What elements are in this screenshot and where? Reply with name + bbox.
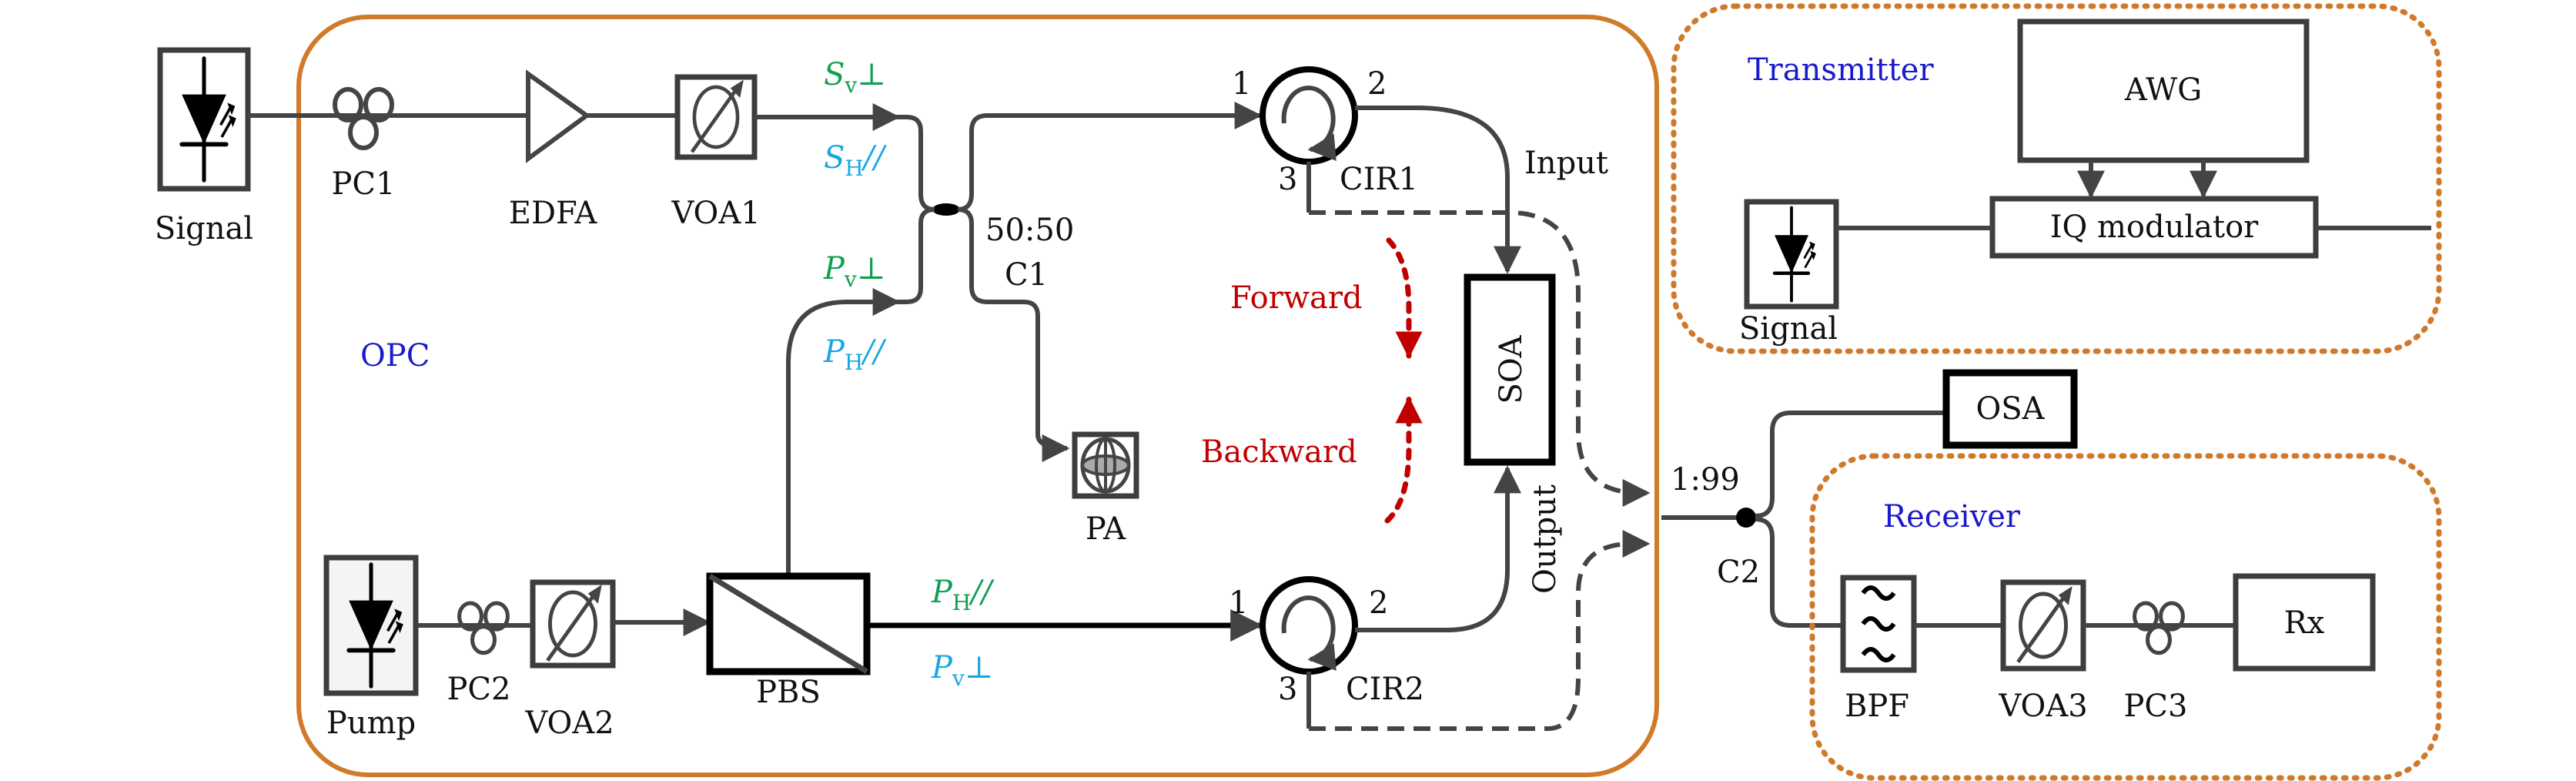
output-label: Output (1527, 484, 1563, 594)
osa-label: OSA (1975, 391, 2045, 427)
voa2-label: VOA2 (524, 706, 614, 741)
rx-label: Rx (2284, 605, 2325, 641)
transmitter-title: Transmitter (1748, 52, 1934, 88)
fiber-coupler-to-cir1 (957, 102, 1263, 212)
coupler-c1-icon (932, 203, 960, 216)
ph-parallel-lower-label: PH// (931, 575, 995, 615)
osa-box (1942, 369, 2078, 449)
pc3-label: PC3 (2124, 689, 2188, 724)
fiber-pbs-to-coupler (786, 288, 901, 575)
coupler-c2-icon (1736, 508, 1756, 528)
fiber-cir1-to-c2-dashed (1309, 210, 1651, 507)
awg-label: AWG (2124, 72, 2202, 108)
fiber-cir2-to-soa (1355, 465, 1521, 632)
forward-label: Forward (1230, 280, 1363, 316)
edfa-amplifier-icon (526, 69, 591, 163)
fiber-c2-to-osa (1755, 411, 1946, 518)
voa2-attenuator-icon (530, 579, 616, 669)
cir2-port2: 2 (1369, 585, 1388, 621)
fiber-cir2-to-c2-dashed (1309, 530, 1651, 731)
bpf-filter-icon (1840, 575, 1917, 673)
voa1-label: VOA1 (671, 196, 760, 231)
signal-laser-label: Signal (155, 211, 253, 246)
backward-label: Backward (1201, 434, 1357, 470)
fiber-cir1-to-soa (1355, 106, 1521, 274)
edfa-label: EDFA (509, 196, 598, 231)
pc2-label: PC2 (447, 672, 511, 707)
sv-perp-label: Sv⊥ (824, 57, 886, 98)
opc-frame (296, 15, 1659, 777)
pbs-label: PBS (756, 675, 821, 710)
forward-arrow (1386, 237, 1423, 359)
cir1-port1: 1 (1232, 66, 1251, 102)
pbs-beam-splitter-icon (706, 572, 871, 675)
opc-title: OPC (360, 338, 430, 374)
bpf-label: BPF (1845, 689, 1909, 724)
cir1-port2: 2 (1367, 66, 1387, 102)
circulator-cir1-icon (1263, 69, 1355, 162)
pa-power-analyzer-icon (1072, 431, 1139, 499)
circulator-cir2-icon (1263, 579, 1355, 672)
fiber-coupler-to-pa (957, 207, 1070, 462)
tx-signal-label: Signal (1739, 311, 1838, 347)
fiber-c2-to-bpf (1755, 517, 1842, 628)
fiber-coupler-left-upper (898, 115, 935, 212)
cir2-port1: 1 (1229, 585, 1248, 621)
fiber-coupler-left-lower (898, 207, 935, 304)
iq-modulator-label: IQ modulator (2050, 209, 2259, 245)
transmitter-frame (1671, 3, 2442, 354)
tx-signal-laser-icon (1744, 199, 1839, 310)
cir2-label: CIR2 (1346, 672, 1424, 707)
voa3-attenuator-icon (2000, 579, 2086, 672)
pa-label: PA (1086, 511, 1126, 547)
soa-label: SOA (1494, 334, 1529, 404)
coupler-c2-ratio: 1:99 (1671, 462, 1740, 498)
pump-laser-icon (323, 555, 419, 696)
cir2-port3: 3 (1278, 672, 1297, 707)
coupler-c1-ratio: 50:50 (985, 213, 1074, 248)
pc2-polarization-controller-icon (460, 603, 508, 653)
cir1-label: CIR1 (1340, 162, 1418, 197)
coupler-c2-name: C2 (1717, 555, 1760, 590)
receiver-title: Receiver (1883, 499, 2021, 535)
voa1-attenuator-icon (674, 74, 758, 160)
coupler-c1-name: C1 (1005, 257, 1048, 293)
pc3-polarization-controller-icon (2135, 603, 2183, 653)
receiver-frame (1809, 453, 2442, 781)
pc1-label: PC1 (332, 166, 396, 202)
signal-laser-icon (157, 47, 251, 192)
pc1-polarization-controller-icon (335, 89, 392, 148)
pv-perp-label: Pv⊥ (823, 251, 885, 292)
awg-box (2017, 18, 2310, 163)
ph-parallel-label: PH// (823, 334, 887, 375)
voa3-label: VOA3 (1998, 689, 2087, 724)
sh-parallel-label: SH// (824, 140, 887, 181)
soa-box (1464, 273, 1556, 466)
backward-arrow (1384, 396, 1423, 524)
cir1-port3: 3 (1278, 162, 1297, 197)
rx-box (2233, 573, 2376, 672)
pv-perp-lower-label: Pv⊥ (931, 650, 993, 691)
input-label: Input (1524, 146, 1608, 181)
pump-label: Pump (326, 706, 416, 741)
